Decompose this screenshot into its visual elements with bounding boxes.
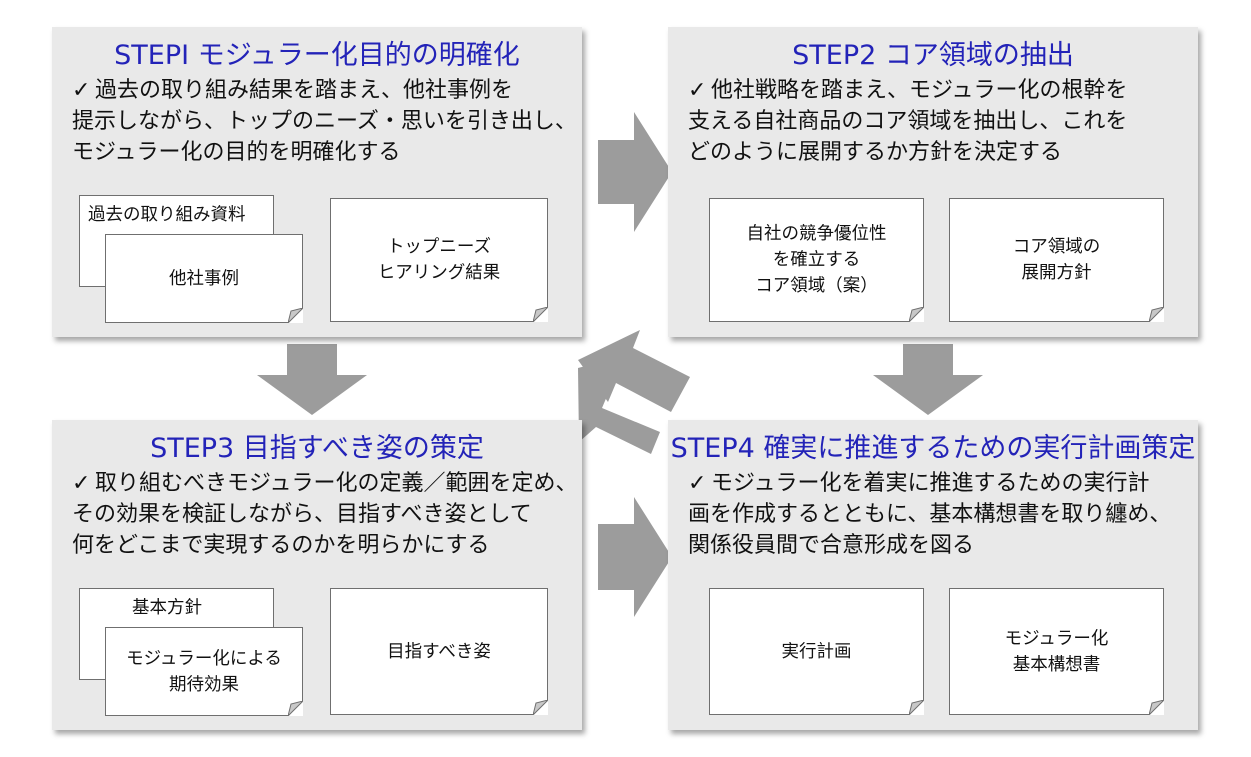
arrow-step1-to-step2 xyxy=(598,112,672,232)
step3-desc-line: ✓取り組むべきモジュラー化の定義／範囲を定め、 xyxy=(72,468,577,499)
step1-title: STEPⅠ モジュラー化目的の明確化 xyxy=(114,40,520,71)
step1-description: ✓過去の取り組み結果を踏まえ、他社事例を 提示しながら、トップのニーズ・思いを引… xyxy=(72,75,577,168)
step4-desc-line: ✓モジュラー化を着実に推進するための実行計 xyxy=(688,468,1188,499)
arrow-step2-to-step4 xyxy=(873,344,983,415)
document-execution-plan: 実行計画 xyxy=(709,588,924,715)
document-core-deployment-policy: コア領域の展開方針 xyxy=(949,198,1164,322)
document-expected-effects: モジュラー化による期待効果 xyxy=(105,627,303,716)
step3-panel: STEP3 目指すべき姿の策定 ✓取り組むべきモジュラー化の定義／範囲を定め、 … xyxy=(52,420,582,730)
step4-description: ✓モジュラー化を着実に推進するための実行計 画を作成するとともに、基本構想書を取… xyxy=(688,468,1188,561)
step1-desc-line: ✓過去の取り組み結果を踏まえ、他社事例を xyxy=(72,75,572,106)
check-icon: ✓ xyxy=(688,471,707,496)
step4-desc-line: 関係役員間で合意形成を図る xyxy=(688,533,975,558)
step2-desc-line: ✓他社戦略を踏まえ、モジュラー化の根幹を xyxy=(688,75,1188,106)
document-target-state: 目指すべき姿 xyxy=(330,588,548,715)
check-icon: ✓ xyxy=(688,78,707,103)
document-basic-concept: モジュラー化基本構想書 xyxy=(949,588,1164,715)
step2-panel: STEP2 コア領域の抽出 ✓他社戦略を踏まえ、モジュラー化の根幹を 支える自社… xyxy=(668,27,1198,337)
arrow-step1-to-step3 xyxy=(257,344,367,415)
step2-title: STEP2 コア領域の抽出 xyxy=(792,40,1074,71)
step4-desc-line: 画を作成するとともに、基本構想書を取り纏め、 xyxy=(688,502,1172,527)
document-other-company-cases: 他社事例 xyxy=(105,234,303,323)
step4-title: STEP4 確実に推進するための実行計画策定 xyxy=(670,433,1196,464)
step1-panel: STEPⅠ モジュラー化目的の明確化 ✓過去の取り組み結果を踏まえ、他社事例を … xyxy=(52,27,582,337)
step4-panel: STEP4 確実に推進するための実行計画策定 ✓モジュラー化を着実に推進するため… xyxy=(668,420,1198,730)
step3-desc-line: 何をどこまで実現するのかを明らかにする xyxy=(72,533,490,558)
document-core-domain-draft: 自社の競争優位性を確立するコア領域（案） xyxy=(709,198,924,322)
step3-desc-line: その効果を検証しながら、目指すべき姿として xyxy=(72,502,532,527)
check-icon: ✓ xyxy=(72,471,91,496)
step2-desc-line: どのように展開するか方針を決定する xyxy=(688,140,1063,165)
arrow-step3-to-step4 xyxy=(598,497,672,617)
step1-desc-line: モジュラー化の目的を明確化する xyxy=(72,140,401,165)
step1-desc-line: 提示しながら、トップのニーズ・思いを引き出し、 xyxy=(72,109,577,134)
step2-description: ✓他社戦略を踏まえ、モジュラー化の根幹を 支える自社商品のコア領域を抽出し、これ… xyxy=(688,75,1188,168)
step3-title: STEP3 目指すべき姿の策定 xyxy=(150,433,484,464)
step2-desc-line: 支える自社商品のコア領域を抽出し、これを xyxy=(688,109,1128,134)
cycle-arrow-lower xyxy=(578,356,660,454)
step3-description: ✓取り組むべきモジュラー化の定義／範囲を定め、 その効果を検証しながら、目指すべ… xyxy=(72,468,577,561)
check-icon: ✓ xyxy=(72,78,91,103)
document-top-needs-hearing: トップニーズヒアリング結果 xyxy=(330,198,548,322)
